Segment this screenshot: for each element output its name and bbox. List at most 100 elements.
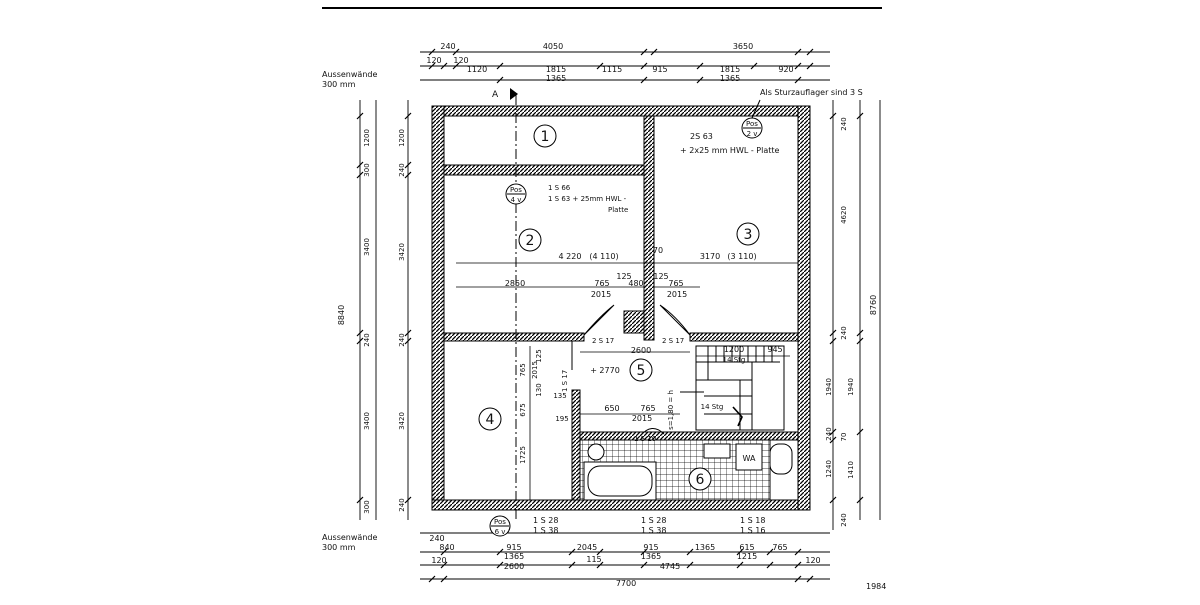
dimension-tick: [829, 112, 837, 120]
beam-room2-b: 1 S 63 + 25mm HWL -: [548, 195, 627, 203]
dim-945: 945: [767, 345, 782, 354]
dimension-tick: [596, 548, 604, 556]
dimension-tick: [596, 561, 604, 569]
dim-bot-3-0: 120: [431, 556, 446, 565]
dim-1200: 1200: [724, 345, 744, 354]
dimension-tick: [856, 496, 864, 504]
bottom-dimension-labels: 240 840 915 2045 915 1365 615 765 1365 1…: [429, 534, 820, 588]
dimension-tick: [404, 161, 412, 169]
room-1-circle: [533, 124, 557, 148]
room-6-circle: [688, 467, 712, 491]
stair-formula: s=1,80 = h: [667, 390, 675, 430]
bathroom-fixtures: [579, 428, 793, 501]
room-6-number: 6: [696, 472, 705, 488]
dim-span-70: 70: [653, 246, 663, 255]
dimension-tick: [596, 62, 604, 70]
dimension-tick: [568, 548, 576, 556]
wall-partition-2-3: [643, 115, 655, 341]
dimension-tick: [856, 329, 864, 337]
dimension-tick: [794, 48, 802, 56]
dimension-tick: [640, 62, 648, 70]
dimension-tick: [404, 337, 412, 345]
dimension-tick: [794, 62, 802, 70]
dim-v-2015: 2015: [531, 361, 539, 379]
dim-bot-1-5: 615: [739, 543, 754, 552]
room-circles: [478, 124, 760, 491]
dimension-tick: [686, 548, 694, 556]
beam-bottom-3b: 1 S 16: [740, 526, 765, 535]
dimension-tick: [829, 428, 837, 436]
room-4-circle: [478, 407, 502, 431]
chimney: [623, 310, 645, 334]
beam-room3-b: + 2x25 mm HWL - Platte: [680, 146, 780, 155]
year-stamp: 1984: [866, 582, 886, 591]
dim-bot-1-6: 765: [772, 543, 787, 552]
stair-14-a: 14 Stg: [723, 356, 746, 364]
room-2-circle: [518, 228, 542, 252]
stair-14-b: 14 Stg: [701, 403, 724, 411]
dimension-tick: [806, 48, 814, 56]
dimension-tick: [686, 561, 694, 569]
pos-2-bottom: 2 v: [747, 130, 758, 138]
dim-span-3: 3170: [700, 252, 720, 261]
dimension-tick: [640, 48, 648, 56]
position-markers: [489, 117, 763, 537]
dimension-tick: [640, 561, 648, 569]
wall-east: [797, 105, 811, 511]
dimension-tick: [829, 329, 837, 337]
walls: [431, 105, 811, 511]
dimension-tick: [428, 62, 436, 70]
dim-125-a: 125: [616, 272, 631, 281]
beam-bottom-2b: 1 S 38: [641, 526, 666, 535]
washbasin-icon: [703, 443, 731, 459]
dim-top-2-4: 1115: [602, 65, 622, 74]
dim-right-outer-1: 1410: [847, 461, 855, 479]
section-marker-label: A: [492, 90, 499, 100]
room-3-circle: [736, 222, 760, 246]
beam-s17-vert: 1 S 17: [561, 370, 569, 392]
dim-left-inner-1: 240: [398, 163, 406, 176]
wa-box: [735, 443, 763, 471]
level-mark: + 2770: [590, 366, 620, 375]
dim-bot-2-1: 115: [586, 555, 601, 564]
dim-top-3-0: 1365: [546, 74, 566, 83]
dim-bot-2-3: 1215: [737, 552, 757, 561]
beam-room2-c: Platte: [608, 206, 628, 214]
dim-left-inner-0: 1200: [398, 129, 406, 147]
dimension-tick: [356, 161, 364, 169]
dimension-tick: [640, 548, 648, 556]
dimension-tick: [440, 62, 448, 70]
dimension-tick: [568, 561, 576, 569]
shower-icon: [587, 443, 605, 461]
dimension-tick: [440, 561, 448, 569]
dim-left-inner-2: 3420: [398, 243, 406, 261]
pos-6-top: Pos: [494, 518, 506, 526]
dimension-tick: [766, 561, 774, 569]
dim-left-outer-0: 1200: [363, 129, 371, 147]
dimension-tick: [736, 561, 744, 569]
dimension-tick: [806, 575, 814, 583]
beam-bottom-1b: 1 S 38: [533, 526, 558, 535]
wall-west: [431, 105, 445, 511]
dim-left-outer-1: 300: [363, 163, 371, 176]
beam-room3-a: 2S 63: [690, 132, 713, 141]
room-1-number: 1: [541, 129, 550, 145]
left-dimension-labels: 1200 300 3400 240 3400 300 1200 240 3420…: [337, 129, 406, 514]
dim-v-125: 125: [535, 349, 543, 362]
dimension-tick: [404, 496, 412, 504]
dim-right-inner-4: 240: [825, 427, 833, 440]
outer-walls-top-size: 300 mm: [322, 80, 356, 89]
dim-right-inner-5: 70: [840, 433, 848, 442]
dim-bot-1-3: 915: [643, 543, 658, 552]
dim-top-3-1: 1365: [720, 74, 740, 83]
beam-s10: 1 S 10: [634, 435, 656, 443]
toilet-icon: [769, 443, 793, 475]
dim-right-outer-0: 1940: [847, 378, 855, 396]
dim-left-total: 8840: [337, 305, 346, 325]
dim-top-1-0: 240: [440, 42, 455, 51]
dim-top-1-1: 4050: [543, 42, 563, 51]
dimension-tick: [829, 337, 837, 345]
dimension-tick: [794, 575, 802, 583]
